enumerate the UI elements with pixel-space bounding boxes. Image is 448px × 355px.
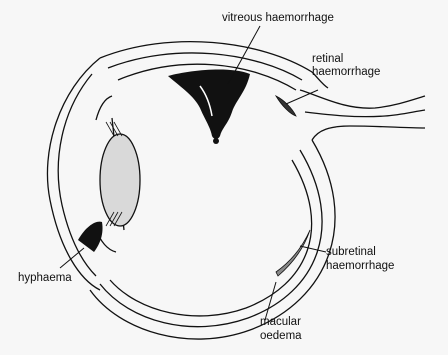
- label-macular: macular: [260, 316, 301, 329]
- lens: [100, 134, 140, 226]
- leader-macular: [265, 282, 276, 320]
- optic-nerve-top: [300, 90, 425, 108]
- label-retinal: retinal: [312, 53, 343, 66]
- subretinal-haemorrhage-mark: [276, 230, 310, 276]
- vitreous-haemorrhage-drop: [213, 138, 219, 144]
- iris-upper: [96, 96, 112, 120]
- label-hyphaema: hyphaema: [18, 272, 72, 285]
- leader-subretinal: [300, 246, 326, 252]
- optic-nerve-mid: [305, 110, 425, 117]
- label-retinal-haemorrhage: haemorrhage: [312, 66, 380, 79]
- cornea: [47, 58, 100, 290]
- label-macular-oedema: oedema: [260, 330, 302, 343]
- leader-retinal: [286, 90, 318, 104]
- label-subretinal-haemorrhage: haemorrhage: [326, 260, 394, 273]
- label-subretinal: subretinal: [326, 246, 376, 259]
- hyphaema-mark: [78, 222, 103, 252]
- leader-hyphaema: [60, 248, 84, 268]
- optic-nerve-bottom: [312, 126, 425, 140]
- retinal-haemorrhage-mark: [276, 96, 296, 116]
- label-vitreous-haemorrhage: vitreous haemorrhage: [222, 12, 334, 25]
